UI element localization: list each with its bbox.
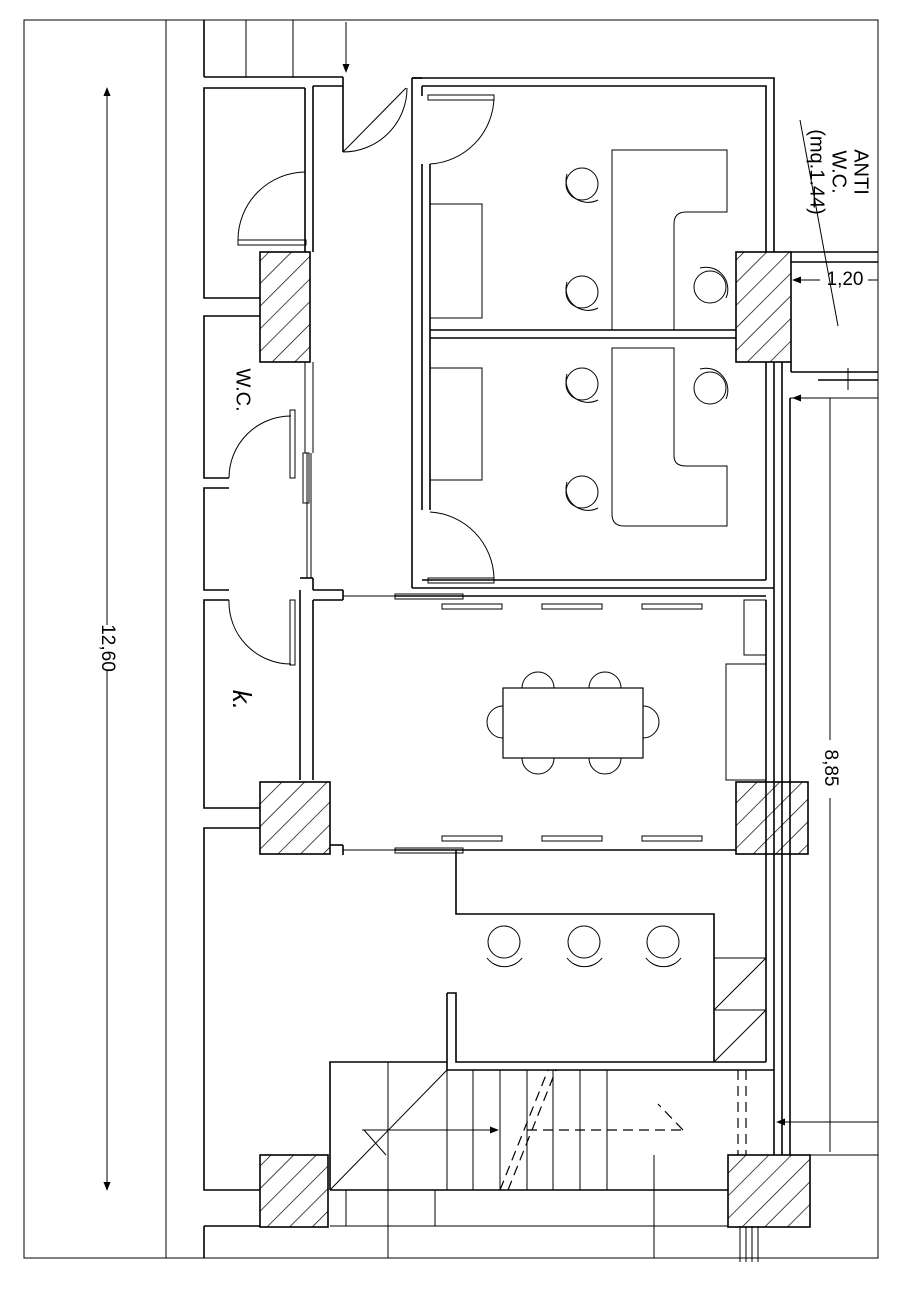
door-storage — [237, 171, 307, 246]
office-walls — [411, 77, 791, 1155]
cabinet — [429, 367, 483, 481]
pillar — [727, 1154, 811, 1228]
left-service-rooms — [203, 20, 655, 1258]
dimension-wall: 8,85 — [776, 394, 841, 1152]
sheet-border — [23, 19, 879, 1259]
chairs — [565, 167, 729, 511]
dimension-total-label: 12,60 — [97, 624, 118, 672]
anti-wc-area: (mq.1.44) — [806, 129, 828, 215]
corridor-wall — [299, 77, 395, 855]
pillar — [735, 781, 809, 855]
meeting-room — [394, 593, 767, 854]
staircase — [329, 1061, 774, 1262]
desk — [611, 347, 728, 527]
dimension-anti-wc-label: 1,20 — [827, 269, 864, 290]
pillar — [259, 251, 311, 363]
reception-area — [446, 850, 767, 1070]
pillar — [735, 251, 792, 363]
room-label-wc: W.C. — [232, 368, 254, 411]
dimension-anti-wc: 1,20 — [792, 269, 878, 290]
pillar — [259, 781, 331, 855]
pillar — [259, 1154, 329, 1228]
door-wc — [228, 409, 296, 479]
door-kitchen — [228, 599, 296, 666]
dimension-total: 12,60 — [97, 87, 118, 1191]
door-office-top — [427, 94, 495, 165]
door-entrance — [342, 22, 408, 153]
dimension-wall-label: 8,85 — [820, 750, 841, 787]
anti-wc-sublabel: W.C. — [828, 150, 850, 193]
cabinet — [429, 203, 483, 319]
door-office-bottom — [427, 511, 495, 584]
anti-wc: ANTI W.C. (mq.1.44) — [790, 119, 878, 1156]
desk — [611, 149, 728, 331]
room-label-kitchen: k. — [227, 690, 257, 710]
anti-wc-label: ANTI — [850, 149, 872, 195]
